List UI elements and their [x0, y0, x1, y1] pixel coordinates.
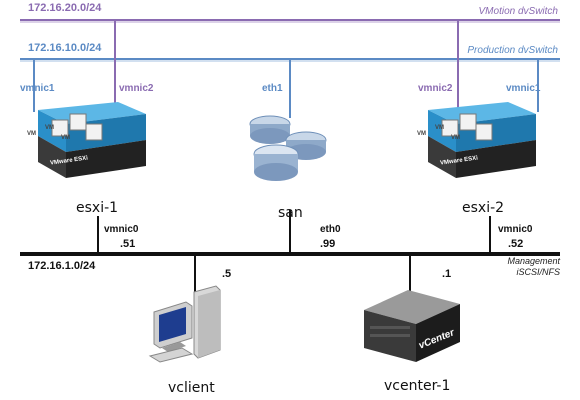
esxi1-vm-badge-3: VM [61, 135, 70, 141]
san-ip-label: .99 [320, 238, 336, 250]
san-mgmt-nic-label: eth0 [320, 224, 341, 235]
esxi1-vm-badge-2: VM [45, 125, 54, 131]
esxi2-host-label: esxi-2 [462, 200, 505, 216]
esxi2-vm-badge-2: VM [435, 125, 444, 131]
vmotion-switch-name: VMotion dvSwitch [478, 6, 558, 17]
esxi2-mgmt-nic-label: vmnic0 [498, 224, 533, 235]
management-label-line1: Management [507, 256, 560, 266]
esxi2-ip-label: .52 [508, 238, 524, 250]
esxi1-mgmt-nic-label: vmnic0 [104, 224, 139, 235]
management-subnet-label: 172.16.1.0/24 [28, 260, 96, 272]
esxi1-vmnic1-label: vmnic1 [20, 83, 55, 94]
esxi2-vmnic2-label: vmnic2 [418, 83, 453, 94]
management-label-line2: iSCSI/NFS [516, 267, 560, 277]
esxi2-vm-badge-1: VM [417, 131, 426, 137]
production-switch-name: Production dvSwitch [467, 45, 558, 56]
vmotion-subnet-label: 172.16.20.0/24 [28, 2, 102, 14]
san-host-label: san [278, 205, 303, 221]
vclient-ip-label: .5 [222, 268, 232, 280]
esxi2-vm-badge-3: VM [451, 135, 460, 141]
management-switch-name: Management iSCSI/NFS [507, 256, 560, 278]
esxi1-host-label: esxi-1 [76, 200, 119, 216]
production-subnet-label: 172.16.10.0/24 [28, 42, 102, 54]
vcenter-ip-label: .1 [442, 268, 452, 280]
esxi2-vmnic1-label: vmnic1 [506, 83, 541, 94]
esxi1-ip-label: .51 [120, 238, 136, 250]
vclient-host-label: vclient [168, 380, 215, 396]
esxi1-vm-badge-1: VM [27, 131, 36, 137]
esxi1-vmnic2-label: vmnic2 [119, 83, 154, 94]
san-eth1-label: eth1 [262, 83, 283, 94]
vcenter-host-label: vcenter-1 [384, 378, 451, 394]
